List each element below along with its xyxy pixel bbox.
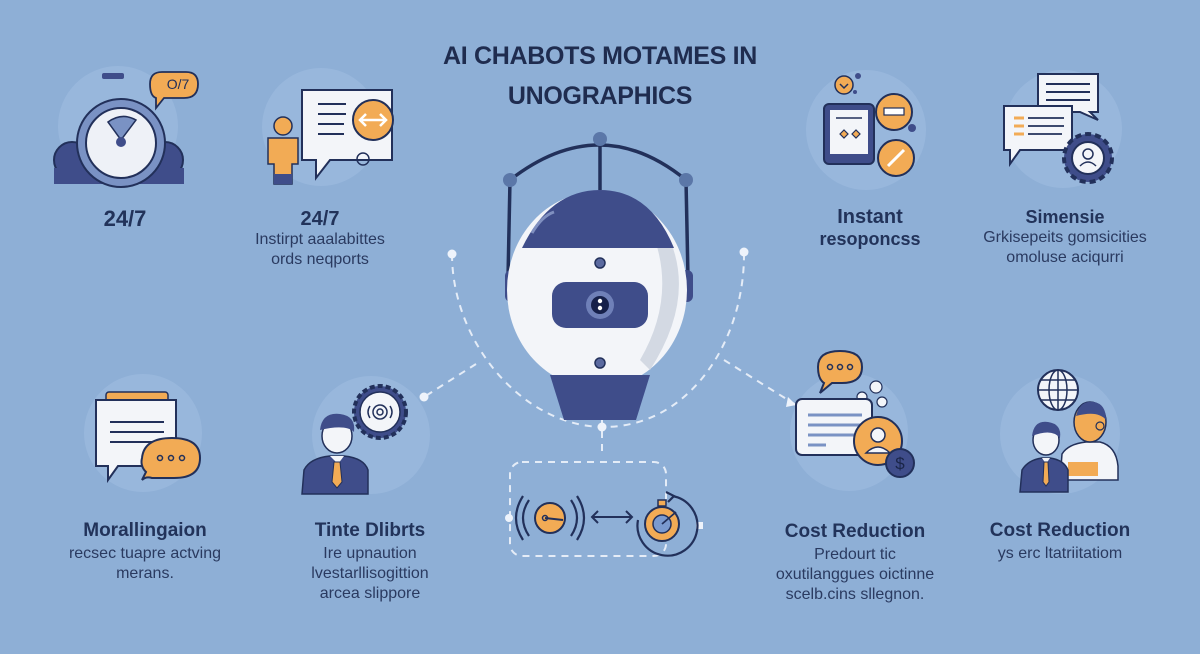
card-description: Ire upnaution lvestarllisogittion arcea … <box>311 545 429 602</box>
card-heading: Tinte Dlibrts <box>314 520 426 541</box>
card-heading: Simensie <box>1025 207 1105 227</box>
stopwatch-badge: O/7 <box>166 76 190 92</box>
card-heading: 24/7 <box>103 206 147 231</box>
feature-card-cost-reduction-1: $ Cost Reduction Predourt tic oxutilangg… <box>776 345 934 605</box>
feature-card-availability: O/7 24/7 <box>50 60 199 240</box>
refresh-timer-icon <box>636 491 699 557</box>
tablet-bubbles-icon <box>823 73 916 177</box>
stopwatch-icon <box>53 71 199 188</box>
card-heading: Morallingaion <box>83 520 207 541</box>
chat-bubbles-icon <box>95 391 202 484</box>
card-description: Instirpt aaalabittes ords neqports <box>255 231 385 268</box>
card-description: recsec tuapre actving merans. <box>68 545 222 582</box>
robot-head-icon <box>503 132 693 420</box>
title-line-1: AI CHABOTS MOTAMES IN <box>442 42 758 70</box>
feature-card-multilingual: Morallingaion recsec tuapre actving mera… <box>60 370 230 590</box>
feature-card-tinte-dlibrts: Tinte Dlibrts Ire upnaution lvestarlliso… <box>300 370 440 610</box>
feature-card-instant-responses: Instant resoponcss <box>800 60 940 250</box>
chat-gear-icon <box>1003 73 1114 184</box>
card-description: ys erc ltatriitatiom <box>997 545 1123 562</box>
signal-gauge-icon <box>514 495 586 541</box>
title-line-2: UNOGRAPHICS <box>507 82 693 110</box>
feature-card-cost-reduction-2: Cost Reduction ys erc ltatriitatiom <box>990 369 1130 570</box>
person-gear-icon <box>301 384 408 495</box>
feature-card-instant-support: 24/7 Instirpt aaalabittes ords neqports <box>240 60 400 270</box>
card-description: Predourt tic oxutilanggues oictinne scel… <box>775 546 935 603</box>
svg-text:$: $ <box>895 454 905 473</box>
page-title: AI CHABOTS MOTAMES IN UNOGRAPHICS <box>0 36 1200 116</box>
chat-coin-icon: $ <box>795 349 915 478</box>
card-heading: Instant resoponcss <box>819 206 921 249</box>
bidirectional-arrow-icon <box>590 510 634 524</box>
feature-card-simensie: Simensie Grkisepeits gomsicities omoluse… <box>983 60 1147 270</box>
people-globe-icon <box>1019 369 1119 493</box>
card-heading: 24/7 <box>300 208 340 230</box>
card-heading: Cost Reduction <box>989 520 1131 541</box>
person-chat-icon <box>267 89 394 185</box>
card-description: Grkisepeits gomsicities omoluse aciqurri <box>983 229 1147 266</box>
card-heading: Cost Reduction <box>784 521 926 542</box>
